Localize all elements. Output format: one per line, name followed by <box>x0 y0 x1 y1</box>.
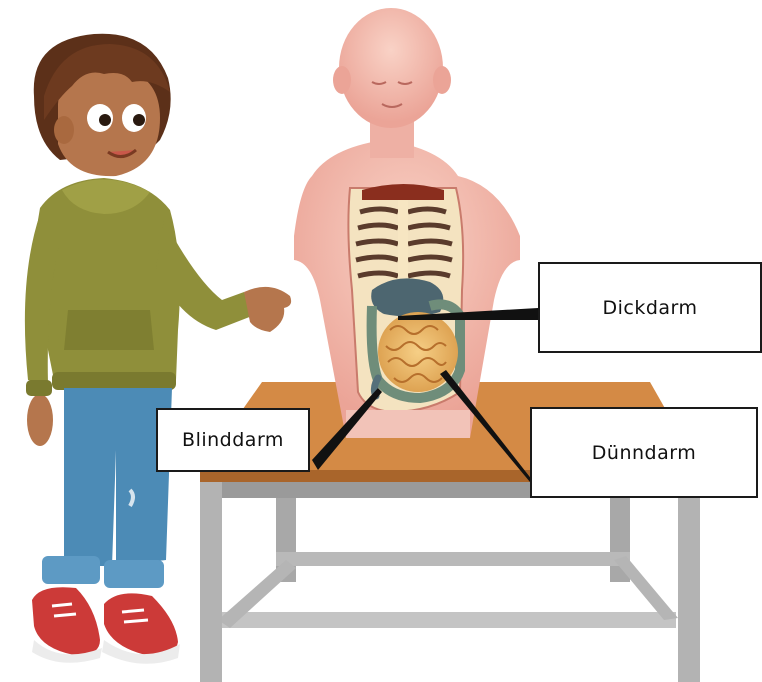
sternum <box>398 200 408 282</box>
label-blinddarm: Blinddarm <box>156 408 310 472</box>
boy-pupil-left <box>99 114 111 126</box>
label-dickdarm: Dickdarm <box>538 262 762 353</box>
boy-hoodie-hem <box>52 372 176 390</box>
table-stretcher-right <box>614 556 678 620</box>
table-stretcher-front <box>216 612 676 628</box>
label-dickdarm-text: Dickdarm <box>602 297 697 319</box>
boy-jeans-cuff-left <box>42 556 100 584</box>
label-blinddarm-text: Blinddarm <box>182 429 284 451</box>
torso-ear-left <box>333 66 351 94</box>
boy-pupil-right <box>133 114 145 126</box>
label-duenndarm: Dünndarm <box>530 407 758 498</box>
torso-model <box>294 8 520 438</box>
torso-base <box>346 410 470 438</box>
boy-ear <box>54 116 74 144</box>
boy-jeans-cuff-right <box>104 560 164 588</box>
stomach <box>371 278 443 316</box>
boy-hoodie-pocket <box>64 310 154 350</box>
boy-shoe-left <box>32 587 100 656</box>
boy <box>25 34 291 664</box>
boy-hand-right <box>244 287 291 332</box>
table-leg-front-right <box>678 482 700 682</box>
torso-head <box>339 8 443 128</box>
boy-shoe-right <box>104 593 178 656</box>
table-leg-front-left <box>200 482 222 682</box>
table-stretcher-back <box>276 552 630 566</box>
boy-hand-left <box>27 394 53 446</box>
label-duenndarm-text: Dünndarm <box>592 442 696 464</box>
boy-cuff-left <box>26 380 52 396</box>
torso-ear-right <box>433 66 451 94</box>
